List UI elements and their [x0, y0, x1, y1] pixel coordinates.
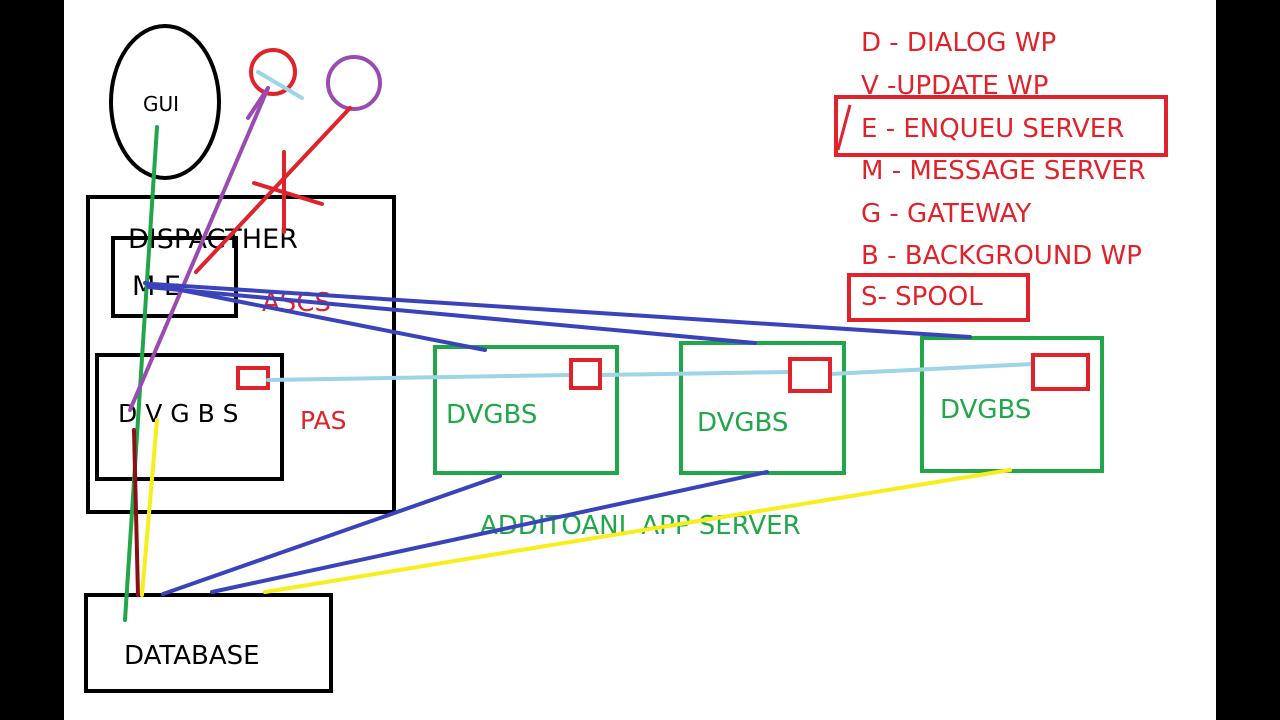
legend-item: G - GATEWAY [861, 199, 1031, 229]
purple-user-line [128, 86, 270, 412]
ascs-to-app3-line [150, 282, 972, 339]
legend-item: E - ENQUEU SERVER [861, 114, 1124, 144]
legend-item: S- SPOOL [861, 282, 983, 312]
enqueue-highlight-box [834, 95, 1168, 157]
legend-item: M - MESSAGE SERVER [861, 156, 1146, 186]
pas-box [95, 353, 284, 481]
app-server-box-1 [433, 345, 619, 475]
app2-spool-box [788, 357, 832, 393]
user-circle-purple [326, 55, 382, 111]
app-server-box-3 [920, 336, 1104, 473]
connections [123, 70, 1035, 622]
spool-link-1 [266, 373, 573, 382]
pas-to-db-yellow-line [140, 418, 159, 597]
database-box [84, 593, 333, 693]
ascs-to-app1-line [143, 281, 487, 352]
app1-spool-box [569, 358, 602, 390]
user-circle-red [249, 48, 297, 96]
pas-to-db-darkred-line [132, 428, 140, 597]
app1-to-db-line [161, 474, 502, 596]
lightblue-strike [256, 70, 304, 100]
app2-to-db-line [210, 470, 769, 594]
app3-spool-box [1031, 353, 1090, 391]
enqueue-tick-mark [836, 104, 852, 151]
spool-link-3 [828, 362, 1035, 376]
arrowhead-icon [246, 86, 270, 120]
app-server-label-2: DVGBS [697, 408, 788, 438]
spool-link-2 [598, 370, 792, 377]
legend: D - DIALOG WP V -UPDATE WP E - ENQUEU SE… [861, 28, 1146, 312]
gui-label: GUI [143, 92, 179, 116]
pas-label: PAS [300, 406, 346, 435]
pas-spool-box [236, 366, 270, 390]
spool-highlight-box [847, 273, 1030, 322]
ascs-box [111, 236, 238, 318]
cross-mark-icon-2 [252, 181, 324, 206]
legend-item: D - DIALOG WP [861, 28, 1056, 58]
app-server-label-1: DVGBS [446, 400, 537, 430]
ascs-to-app2-line [146, 285, 757, 345]
database-label: DATABASE [124, 641, 260, 671]
legend-item: B - BACKGROUND WP [861, 241, 1142, 271]
additional-app-server-label: ADDITOANL APP SERVER [480, 511, 801, 541]
gui-ellipse [109, 24, 221, 180]
app-server-label-3: DVGBS [940, 395, 1031, 425]
app3-to-db-line [263, 468, 1012, 594]
gui-to-database-line [123, 125, 159, 622]
dispatcher-box [86, 195, 396, 514]
